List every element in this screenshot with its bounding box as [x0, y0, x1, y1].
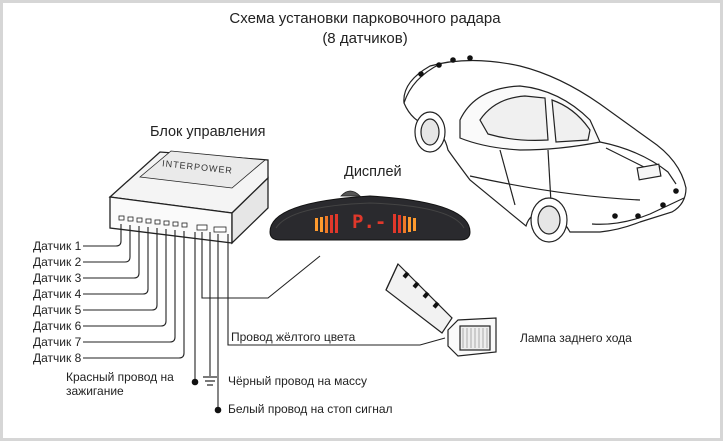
power-wires: [194, 232, 446, 408]
sensor-wires: [83, 224, 185, 359]
car-sensor-dots: [418, 55, 679, 219]
sensor-label-1: Датчик 1: [33, 239, 82, 253]
yellow-wire-label: Провод жёлтого цвета: [231, 330, 356, 344]
diagram-subtitle: (8 датчиков): [322, 30, 408, 47]
control-unit-label: Блок управления: [150, 124, 266, 140]
diagram-title: Схема установки парковочного радара: [229, 10, 501, 27]
red-wire-label: Красный провод на зажигание: [66, 370, 174, 398]
display-led-bars-left: [315, 214, 338, 233]
white-wire-label: Белый провод на стоп сигнал: [228, 402, 393, 416]
sensor-label-4: Датчик 4: [33, 287, 82, 301]
sensor-label-3: Датчик 3: [33, 271, 82, 285]
control-unit-illustration: [108, 150, 269, 245]
sensor-label-8: Датчик 8: [33, 351, 82, 365]
ground-symbol: [203, 376, 217, 386]
red-wire-terminal: [191, 378, 199, 386]
sensor-label-6: Датчик 6: [33, 319, 82, 333]
display-label: Дисплей: [344, 164, 402, 180]
sensor-label-2: Датчик 2: [33, 255, 82, 269]
sensor-label-5: Датчик 5: [33, 303, 82, 317]
sensor-label-7: Датчик 7: [33, 335, 82, 349]
display-illustration: [269, 190, 471, 241]
car-illustration: [403, 59, 687, 243]
black-wire-label: Чёрный провод на массу: [228, 374, 368, 388]
white-wire-terminal: [214, 406, 222, 414]
reverse-lamp-illustration: [385, 262, 497, 357]
display-reading: P.-: [352, 211, 387, 233]
display-led-bars-right: [393, 214, 416, 233]
reverse-lamp-label: Лампа заднего хода: [520, 331, 632, 345]
